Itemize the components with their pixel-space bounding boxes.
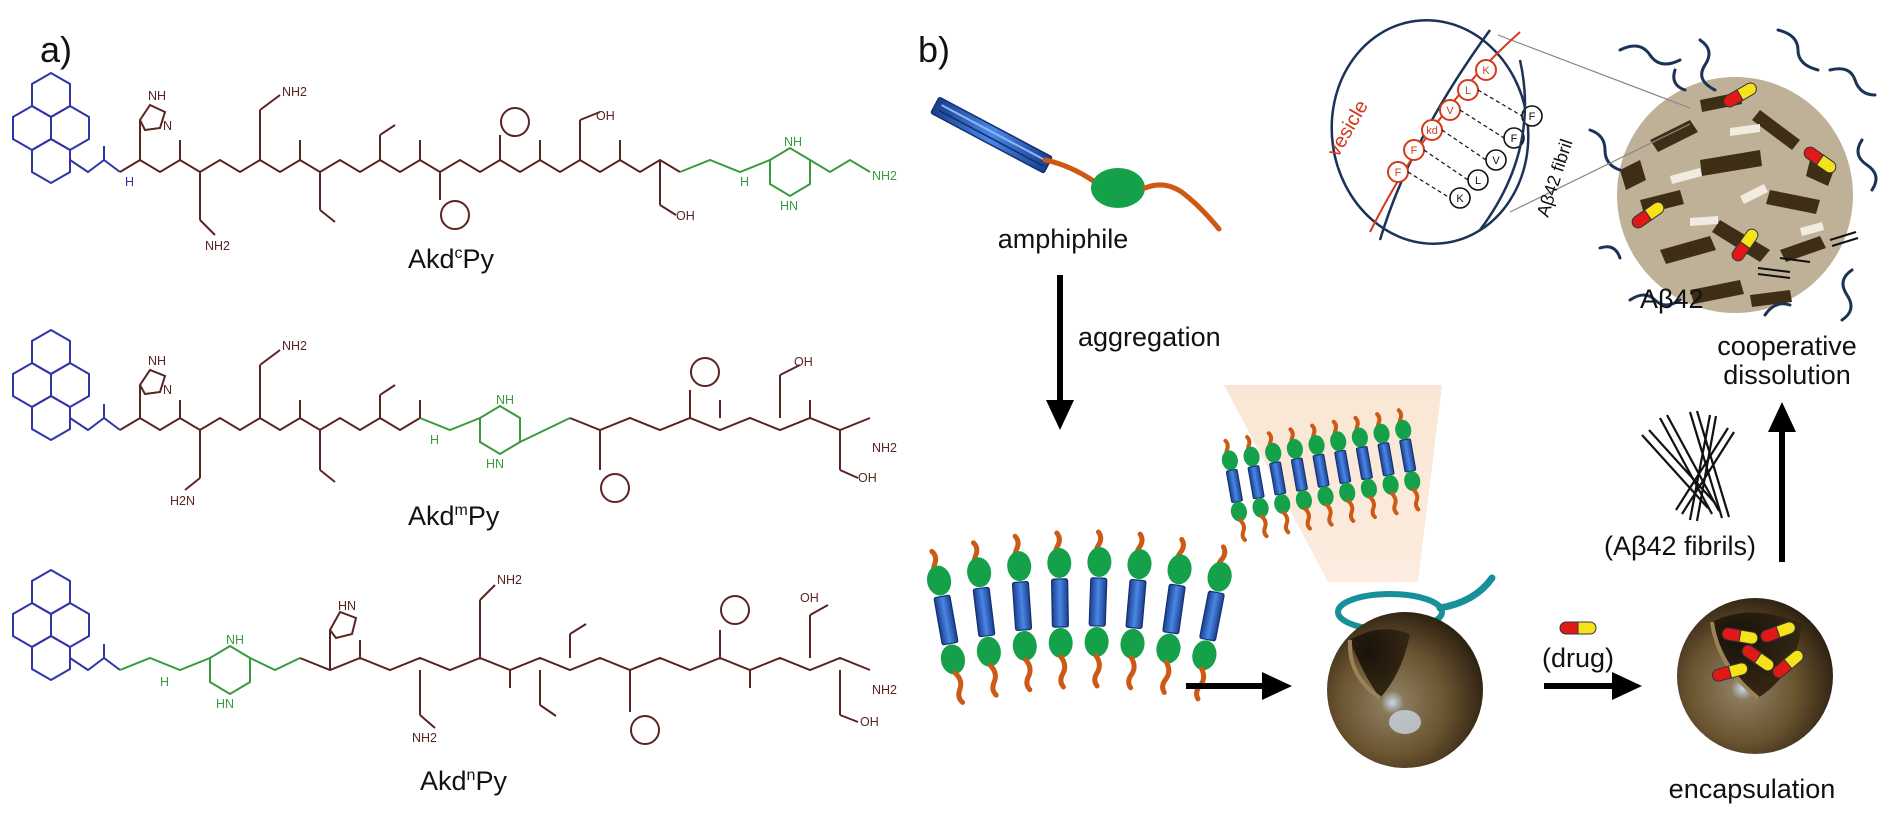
dissolution-arrow xyxy=(1768,402,1796,562)
pyrene-icon xyxy=(12,72,90,184)
svg-text:NH: NH xyxy=(148,89,166,103)
molecule-label: AkdmPy xyxy=(408,501,500,531)
svg-text:V: V xyxy=(1446,105,1454,117)
drug-capsule-icon xyxy=(1559,621,1597,635)
svg-text:NH2: NH2 xyxy=(205,239,230,253)
molecule-akdnpy: HN NH2 NH2 OH NH2 OH NH HN H AkdnPy xyxy=(12,569,897,796)
drug-arrow xyxy=(1544,621,1642,700)
svg-text:L: L xyxy=(1475,175,1481,187)
svg-text:N: N xyxy=(163,119,172,133)
dissolution-label-line2: dissolution xyxy=(1723,360,1851,390)
svg-text:H: H xyxy=(125,175,134,189)
panel-b: b) amphiphile aggregation xyxy=(918,19,1878,804)
svg-text:NH: NH xyxy=(226,633,244,647)
dissolution-label-line1: cooperative xyxy=(1717,331,1857,361)
svg-text:NH2: NH2 xyxy=(282,339,307,353)
svg-text:L: L xyxy=(1465,85,1471,97)
bilayer-membrane xyxy=(922,532,1237,705)
svg-text:OH: OH xyxy=(858,471,877,485)
svg-text:HN: HN xyxy=(216,697,234,711)
svg-text:OH: OH xyxy=(800,591,819,605)
panel-a-label: a) xyxy=(40,29,72,70)
svg-text:F: F xyxy=(1395,167,1402,179)
svg-text:NH2: NH2 xyxy=(872,683,897,697)
svg-text:OH: OH xyxy=(596,109,615,123)
svg-text:NH: NH xyxy=(148,354,166,368)
encapsulation-label: encapsulation xyxy=(1669,774,1836,804)
svg-text:H: H xyxy=(160,675,169,689)
molecule-label: AkdcPy xyxy=(408,244,495,274)
abeta-fibrils-icon xyxy=(1641,410,1735,522)
aggregation-arrow xyxy=(1046,275,1074,430)
vesicle-zoom xyxy=(1216,385,1496,633)
drug-loaded-vesicle xyxy=(1677,598,1833,754)
empty-vesicle-sphere xyxy=(1327,612,1483,768)
peptide-backbone xyxy=(119,416,421,432)
svg-text:V: V xyxy=(1492,155,1500,167)
svg-text:NH: NH xyxy=(784,135,802,149)
inset-zoom-lines xyxy=(1497,34,1691,213)
svg-text:NH2: NH2 xyxy=(872,169,897,183)
molecule-akdcpy: NH N H NH2 NH2 OH OH NH HN NH2 H AkdcPy xyxy=(12,72,897,274)
peptide-backbone xyxy=(119,158,681,174)
svg-text:N: N xyxy=(163,383,172,397)
abeta42-label: Aβ42 xyxy=(1640,284,1704,314)
svg-text:K: K xyxy=(1482,65,1490,77)
svg-text:NH: NH xyxy=(496,393,514,407)
inset-vesicle-fibril-interaction: vesicle F F kd V L K xyxy=(1323,19,1577,245)
panel-b-label: b) xyxy=(918,29,950,70)
svg-text:K: K xyxy=(1456,193,1464,205)
amphiphile-label: amphiphile xyxy=(998,224,1129,254)
drug-label: (drug) xyxy=(1542,643,1614,673)
svg-text:NH2: NH2 xyxy=(497,573,522,587)
svg-text:OH: OH xyxy=(794,355,813,369)
molecule-akdmpy: NH N H2N NH2 OH NH2 OH NH HN H AkdmPy xyxy=(12,329,897,531)
svg-text:OH: OH xyxy=(676,209,695,223)
peptide-backbone xyxy=(299,656,871,672)
inset-fibril-label: Aβ42 fibril xyxy=(1533,137,1577,220)
vesicle-residue-chain: F F kd V L K xyxy=(1387,59,1497,183)
molecule-label: AkdnPy xyxy=(420,766,507,796)
svg-text:H: H xyxy=(430,433,439,447)
arrow-to-vesicle xyxy=(1186,672,1292,700)
svg-text:HN: HN xyxy=(338,599,356,613)
panel-a: a) xyxy=(12,29,897,796)
amphiphile-icon xyxy=(930,97,1222,232)
svg-text:H2N: H2N xyxy=(170,494,195,508)
svg-text:F: F xyxy=(1411,145,1418,157)
svg-text:NH2: NH2 xyxy=(872,441,897,455)
svg-text:HN: HN xyxy=(486,457,504,471)
svg-text:F: F xyxy=(1529,111,1536,123)
svg-text:NH2: NH2 xyxy=(282,85,307,99)
svg-text:HN: HN xyxy=(780,199,798,213)
svg-text:OH: OH xyxy=(860,715,879,729)
aggregation-label: aggregation xyxy=(1078,322,1221,352)
svg-text:NH2: NH2 xyxy=(412,731,437,745)
svg-text:kd: kd xyxy=(1426,125,1438,137)
svg-text:H: H xyxy=(740,175,749,189)
dissolving-vesicle xyxy=(1588,28,1878,322)
abeta-fibrils-label: (Aβ42 fibrils) xyxy=(1604,531,1756,561)
svg-text:F: F xyxy=(1511,133,1518,145)
